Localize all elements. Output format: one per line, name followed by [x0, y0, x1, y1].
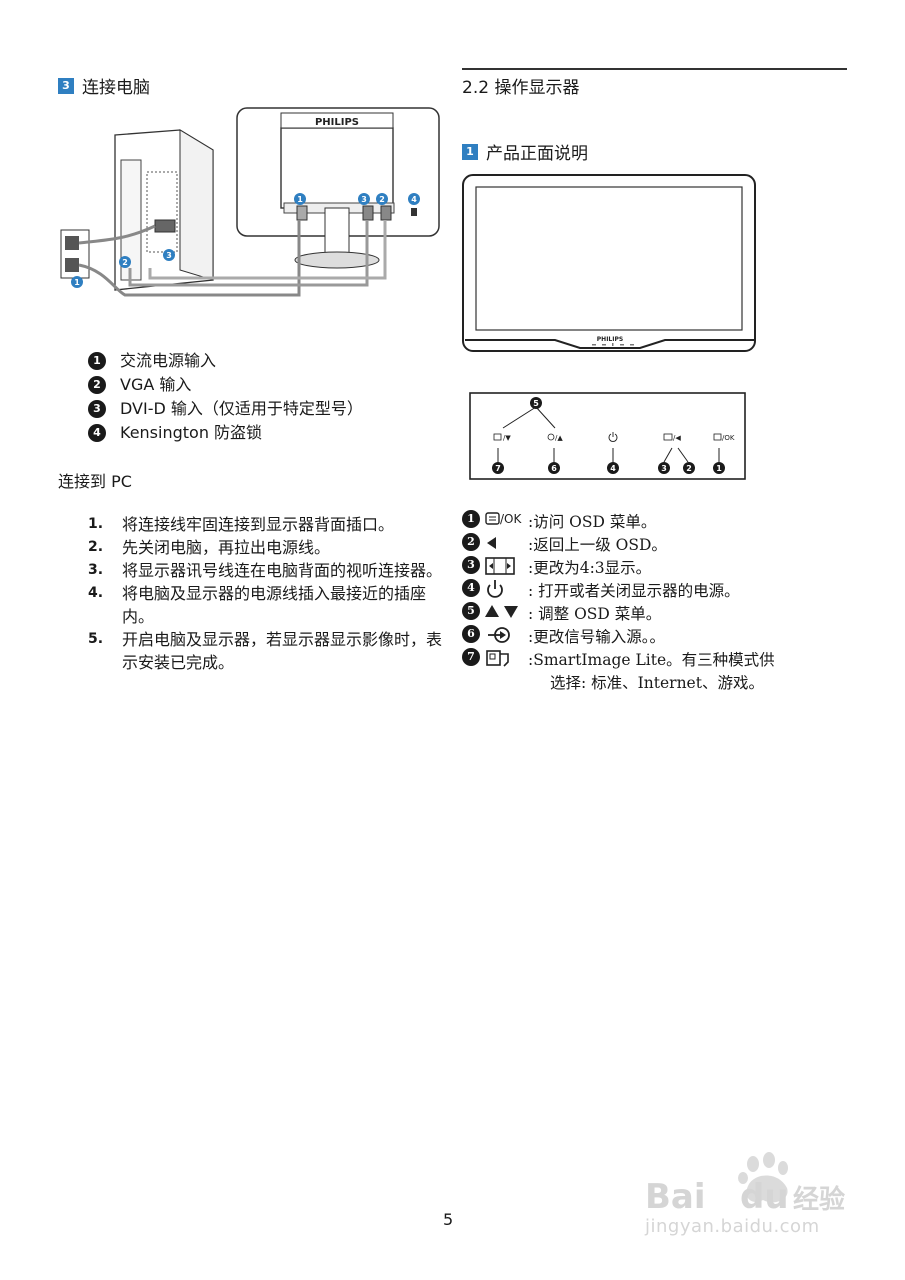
menu-ok-icon: /OK [484, 510, 528, 530]
control-buttons-diagram: 5 /▼ /▲ /◀ /OK 7 6 4 3 2 1 [469, 392, 746, 480]
baidu-watermark: Bai du 经验 jingyan.baidu.com [645, 1150, 855, 1245]
svg-text:4: 4 [411, 195, 417, 204]
step-item: 3.将显示器讯号线连在电脑背面的视听连接器。 [88, 561, 443, 580]
svg-text:3: 3 [361, 195, 367, 204]
control-list: 1 /OK :访问 OSD 菜单。 2 :返回上一级 OSD。 3 :更改为4:… [462, 510, 857, 694]
left-section-header: 3 连接电脑 [58, 73, 150, 98]
control-item: 5 : 调整 OSD 菜单。 [462, 602, 857, 625]
svg-text:/▼: /▼ [503, 434, 511, 442]
section-title: 产品正面说明 [486, 144, 588, 164]
section-number-badge: 1 [462, 143, 478, 160]
ok-label: /OK [500, 512, 522, 526]
svg-text:2: 2 [379, 195, 385, 204]
svg-text:经验: 经验 [793, 1184, 845, 1215]
right-section-header: 1 产品正面说明 [462, 139, 588, 164]
monitor-front-brand: PHILIPS [597, 336, 623, 343]
control-item: 1 /OK :访问 OSD 菜单。 [462, 510, 857, 533]
control-item: 4 : 打开或者关闭显示器的电源。 [462, 579, 857, 602]
right-heading-rule [462, 68, 847, 70]
svg-text:1: 1 [716, 464, 722, 473]
svg-text:4: 4 [610, 464, 616, 473]
step-item: 4.将电脑及显示器的电源线插入最接近的插座内。 [88, 584, 427, 626]
connect-steps: 1.将连接线牢固连接到显示器背面插口。 2.先关闭电脑，再拉出电源线。 3.将显… [88, 513, 443, 674]
step-item: 2.先关闭电脑，再拉出电源线。 [88, 538, 331, 557]
svg-text:Bai: Bai [645, 1177, 706, 1217]
connect-heading: 连接到 PC [58, 472, 132, 491]
right-heading: 2.2 操作显示器 [462, 78, 580, 98]
baidu-paw-logo: Bai du 经验 [645, 1152, 845, 1217]
monitor-front-illustration: PHILIPS [462, 174, 756, 352]
power-icon [484, 579, 528, 599]
smartimage-icon [484, 648, 528, 668]
svg-text:3: 3 [166, 251, 172, 260]
step-item: 5.开启电脑及显示器，若显示器显示影像时，表示安装已完成。 [88, 630, 443, 672]
svg-text:1: 1 [74, 278, 80, 287]
section-number-badge: 3 [58, 77, 74, 94]
input-source-icon [484, 625, 528, 645]
page-number: 5 [443, 1210, 454, 1229]
svg-text:3: 3 [661, 464, 667, 473]
svg-text:5: 5 [533, 399, 539, 408]
control-item-continuation: 选择: 标准、Internet、游戏。 [550, 674, 764, 692]
step-item: 1.将连接线牢固连接到显示器背面插口。 [88, 515, 395, 534]
control-item: 7 :SmartImage Lite。有三种模式供 [462, 648, 857, 671]
svg-text:2: 2 [686, 464, 692, 473]
svg-text:1: 1 [297, 195, 303, 204]
svg-text:/OK: /OK [722, 434, 735, 442]
control-item: 3 :更改为4:3显示。 [462, 556, 857, 579]
svg-text:/▲: /▲ [555, 434, 563, 442]
svg-text:7: 7 [495, 464, 501, 473]
svg-text:/◀: /◀ [673, 434, 681, 442]
svg-text:du: du [740, 1177, 789, 1217]
connection-diagram: PHILIPS 1 3 2 4 1 2 3 [60, 107, 440, 297]
aspect-ratio-icon [484, 556, 528, 576]
up-down-arrows-icon [484, 602, 528, 622]
monitor-back-brand: PHILIPS [315, 117, 359, 128]
svg-text:2: 2 [122, 258, 128, 267]
section-title: 连接电脑 [82, 78, 150, 98]
control-item: 2 :返回上一级 OSD。 [462, 533, 857, 556]
svg-text:6: 6 [551, 464, 557, 473]
watermark-url: jingyan.baidu.com [645, 1216, 820, 1237]
control-item: 6 :更改信号输入源。。 [462, 625, 857, 648]
left-arrow-icon [484, 533, 528, 553]
